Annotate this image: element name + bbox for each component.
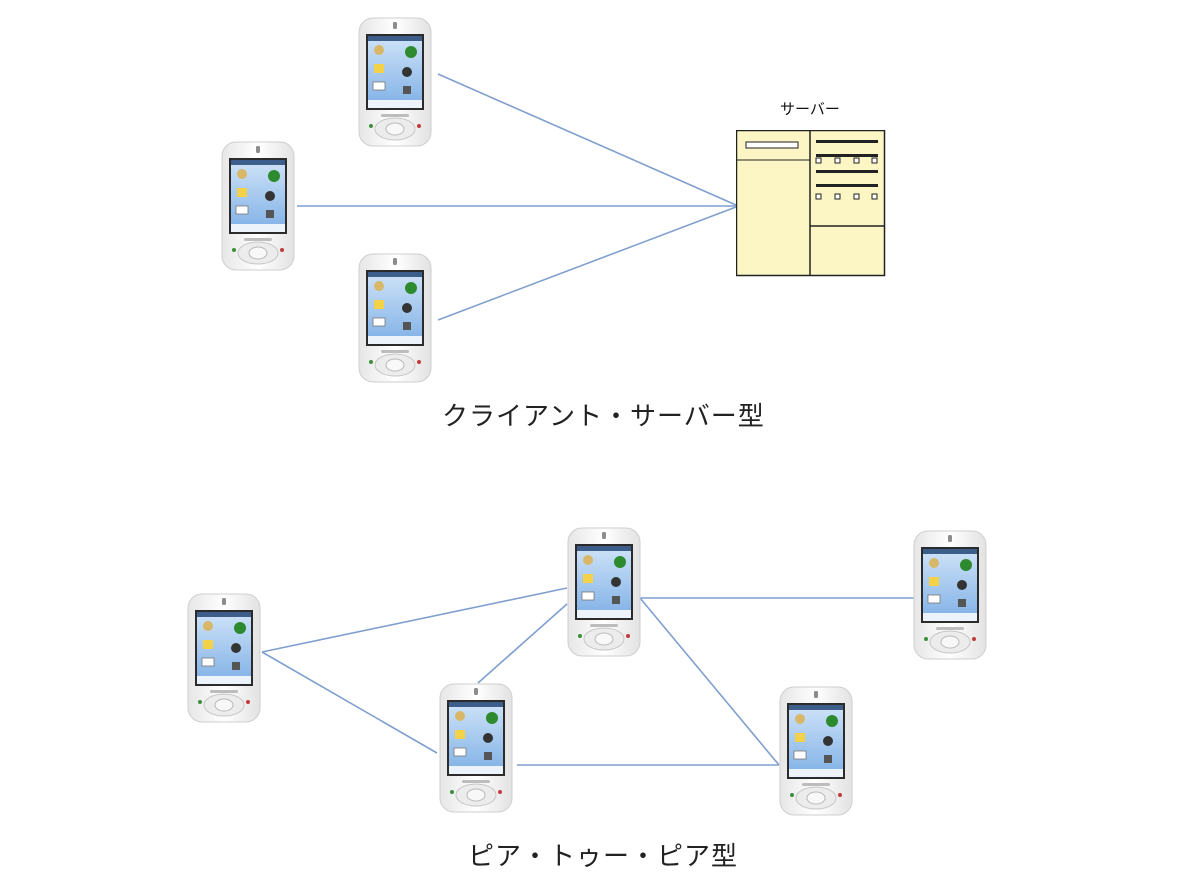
pda-phone-icon — [567, 527, 641, 657]
pda-phone-icon — [439, 683, 513, 813]
pda-phone-icon — [913, 530, 987, 660]
pda-phone-icon — [187, 593, 261, 723]
link-peer-3-peer-2 — [477, 603, 568, 684]
peer-to-peer-caption: ピア・トゥー・ピア型 — [468, 842, 739, 872]
peer-device-5 — [778, 685, 854, 817]
client-device-1 — [357, 16, 433, 148]
link-peer-1-peer-3 — [261, 651, 438, 754]
peer-device-1 — [186, 592, 262, 724]
pda-phone-icon — [779, 686, 853, 816]
peer-device-2 — [566, 526, 642, 658]
pda-phone-icon — [221, 141, 295, 271]
client-device-3 — [357, 252, 433, 384]
pda-phone-icon — [358, 17, 432, 147]
server-icon — [736, 130, 886, 277]
client-device-2 — [220, 140, 296, 272]
link-client-1-server — [437, 73, 737, 206]
pda-phone-icon — [358, 253, 432, 383]
link-peer-2-peer-5 — [639, 597, 780, 766]
link-client-3-server — [437, 206, 737, 321]
client-server-caption: クライアント・サーバー型 — [442, 402, 765, 432]
peer-device-3 — [438, 682, 514, 814]
server-label: サーバー — [780, 100, 840, 118]
link-peer-1-peer-2 — [261, 587, 568, 653]
peer-device-4 — [912, 529, 988, 661]
